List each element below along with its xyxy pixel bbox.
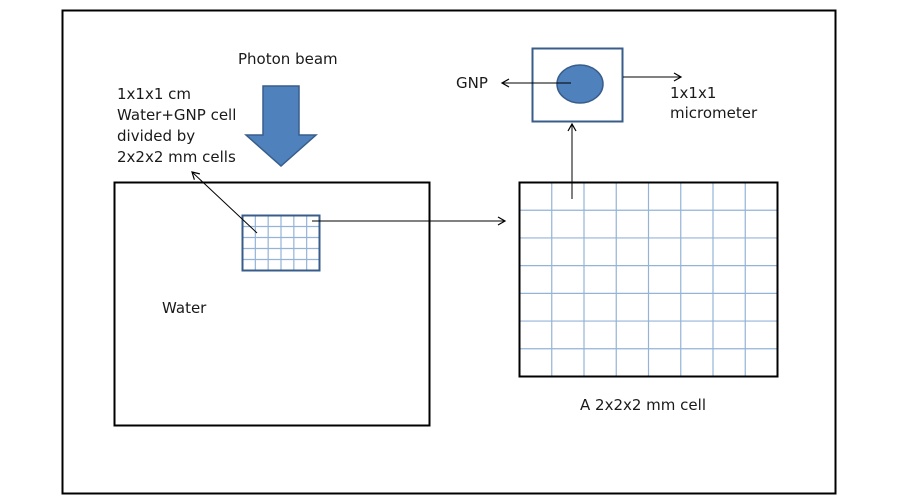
water-box	[113, 181, 431, 427]
micrometer-line-2: micrometer	[670, 104, 758, 122]
photon-beam-arrow	[244, 85, 318, 168]
small-grid	[241, 214, 321, 272]
cell-description-label: 1x1x1 cm Water+GNP cell divided by 2x2x2…	[117, 85, 241, 166]
gnp-particle	[556, 64, 604, 104]
water-label: Water	[162, 299, 207, 317]
small-grid-border	[241, 214, 321, 272]
cell-desc-line-2: Water+GNP cell	[117, 106, 236, 124]
mm-cell-label: A 2x2x2 mm cell	[580, 396, 706, 414]
large-grid-border	[518, 181, 779, 378]
cell-desc-line-1: 1x1x1 cm	[117, 85, 191, 103]
outer-frame	[61, 9, 837, 495]
cell-desc-line-4: 2x2x2 mm cells	[117, 148, 236, 166]
micrometer-label: 1x1x1 micrometer	[670, 84, 758, 122]
large-grid	[518, 181, 779, 378]
cell-desc-line-3: divided by	[117, 127, 195, 145]
description-pointer-arrow	[191, 171, 258, 234]
micrometer-line-1: 1x1x1	[670, 84, 716, 102]
gnp-label: GNP	[456, 74, 488, 92]
photon-beam-label: Photon beam	[238, 50, 338, 68]
